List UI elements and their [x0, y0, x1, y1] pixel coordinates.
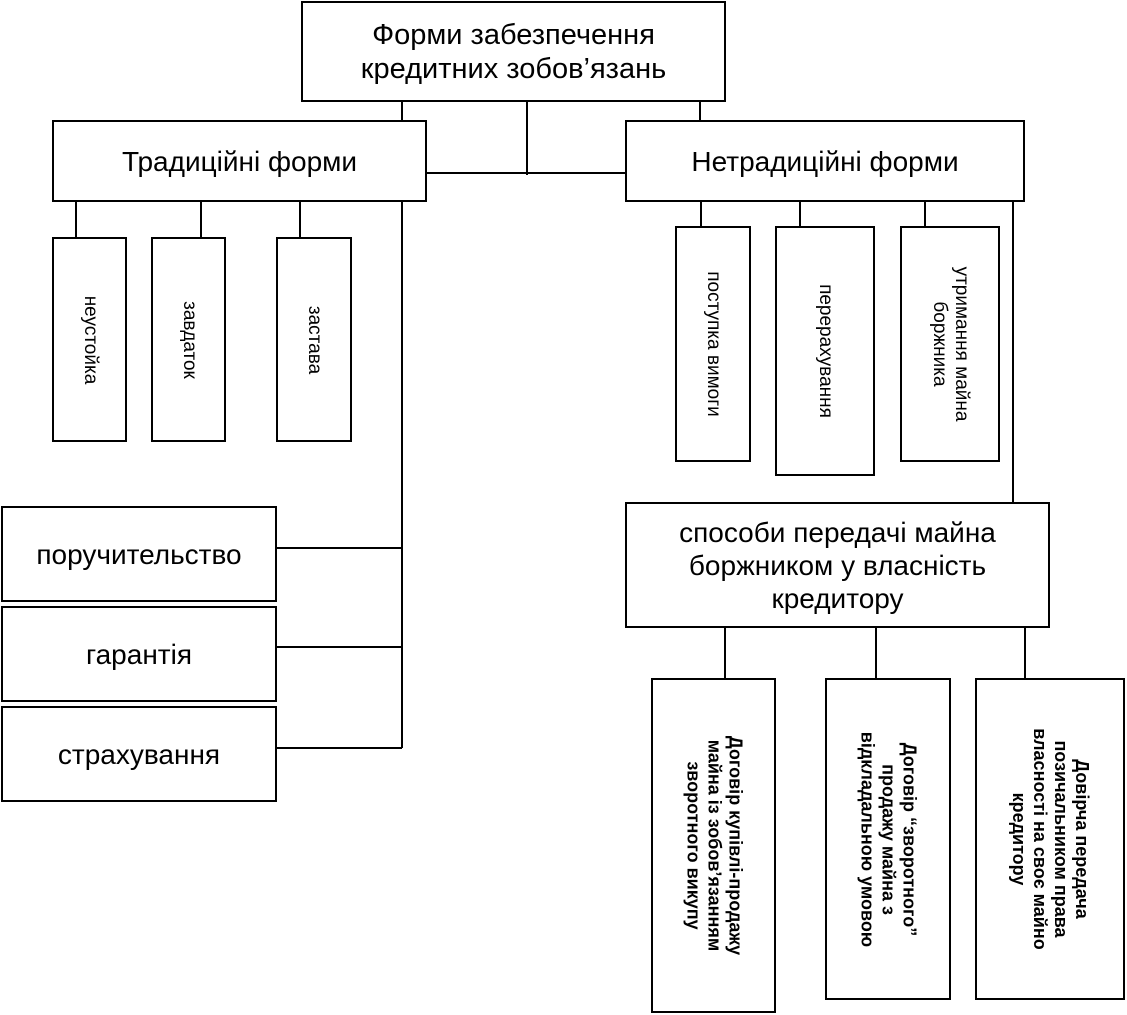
traditional-forms-node: Традиційні форми [52, 120, 427, 202]
traditional-item-insurance: страхування [1, 706, 277, 802]
traditional-item-label: завдаток [178, 300, 200, 379]
transfer-item-reverse-sale: Договір “зворотного” продажу майна з від… [825, 678, 951, 1000]
nontraditional-item-label: поступка вимоги [703, 271, 724, 417]
nontraditional-item-label: перерахування [815, 284, 836, 418]
traditional-item-label: неустойка [79, 295, 101, 384]
traditional-left-item-label: страхування [57, 738, 221, 770]
transfer-item-label: Довірча передача позичальником права вла… [1009, 728, 1092, 950]
root-node: Форми забезпечення кредитних зобов’язань [301, 1, 726, 102]
nontraditional-forms-node: Нетрадиційні форми [625, 120, 1025, 202]
transfer-item-label: Договір купівлі-продажу майна із зобов’я… [683, 735, 745, 956]
transfer-methods-node: способи передачі майна боржником у власн… [625, 502, 1050, 628]
transfer-item-trust: Довірча передача позичальником права вла… [975, 678, 1125, 1000]
traditional-item-surety: поручительство [1, 506, 277, 602]
traditional-item-penalty: неустойка [52, 237, 127, 442]
traditional-item-pledge: застава [276, 237, 352, 442]
traditional-item-label: застава [304, 305, 325, 374]
nontraditional-item-label: утримання майна боржника [929, 266, 972, 422]
nontraditional-item-retention: утримання майна боржника [900, 226, 1000, 462]
traditional-item-deposit: завдаток [151, 237, 226, 442]
root-label: Форми забезпечення кредитних зобов’язань [360, 18, 667, 85]
traditional-left-item-label: гарантія [86, 638, 192, 670]
transfer-methods-label: способи передачі майна боржником у власн… [679, 516, 996, 614]
transfer-item-buyback: Договір купівлі-продажу майна із зобов’я… [651, 678, 776, 1013]
traditional-item-guarantee: гарантія [1, 606, 277, 702]
traditional-forms-label: Традиційні форми [121, 145, 358, 177]
nontraditional-item-assignment: поступка вимоги [675, 226, 751, 462]
nontraditional-item-transfer: перерахування [775, 226, 875, 476]
transfer-item-label: Договір “зворотного” продажу майна з від… [857, 731, 920, 947]
nontraditional-forms-label: Нетрадиційні форми [691, 145, 959, 177]
traditional-left-item-label: поручительство [36, 538, 242, 570]
